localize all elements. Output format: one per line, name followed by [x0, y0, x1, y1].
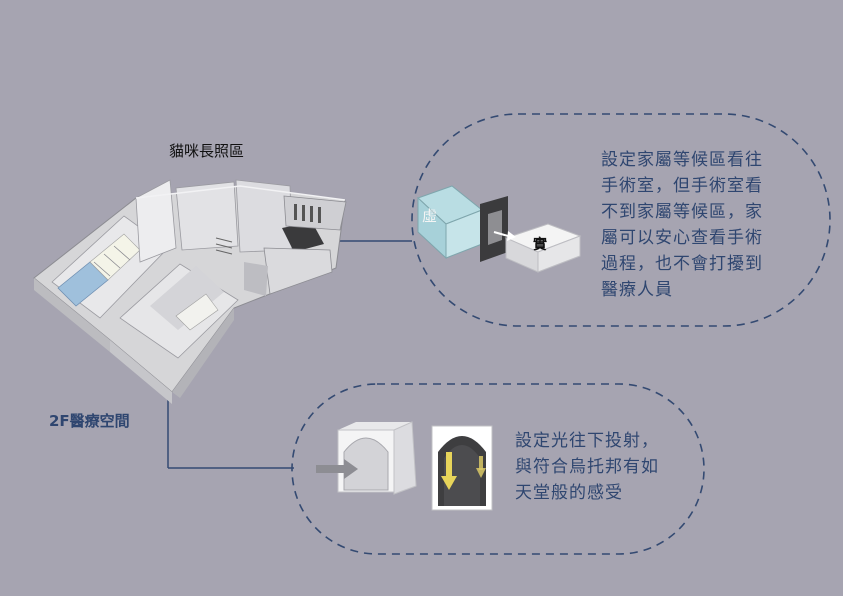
light-illustration — [316, 421, 493, 511]
care-area-title: 貓咪長照區 — [169, 142, 245, 160]
virtual-real-illustration — [417, 185, 582, 273]
callout-top-outline — [411, 113, 831, 327]
floor-plan-model — [33, 179, 347, 404]
callout-bottom-text: 設定光往下投射， 與符合烏托邦有如 天堂般的感受 — [515, 431, 659, 503]
real-label: 實 — [533, 237, 547, 253]
callout-top-text: 設定家屬等候區看往 手術室，但手術室看 不到家屬等候區，家 屬可以安心查看手術 … — [601, 150, 763, 300]
callout-bottom-outline — [291, 383, 705, 555]
virtual-label: 虛 — [422, 207, 438, 225]
medical-space-title: 2F醫療空間 — [49, 412, 130, 430]
